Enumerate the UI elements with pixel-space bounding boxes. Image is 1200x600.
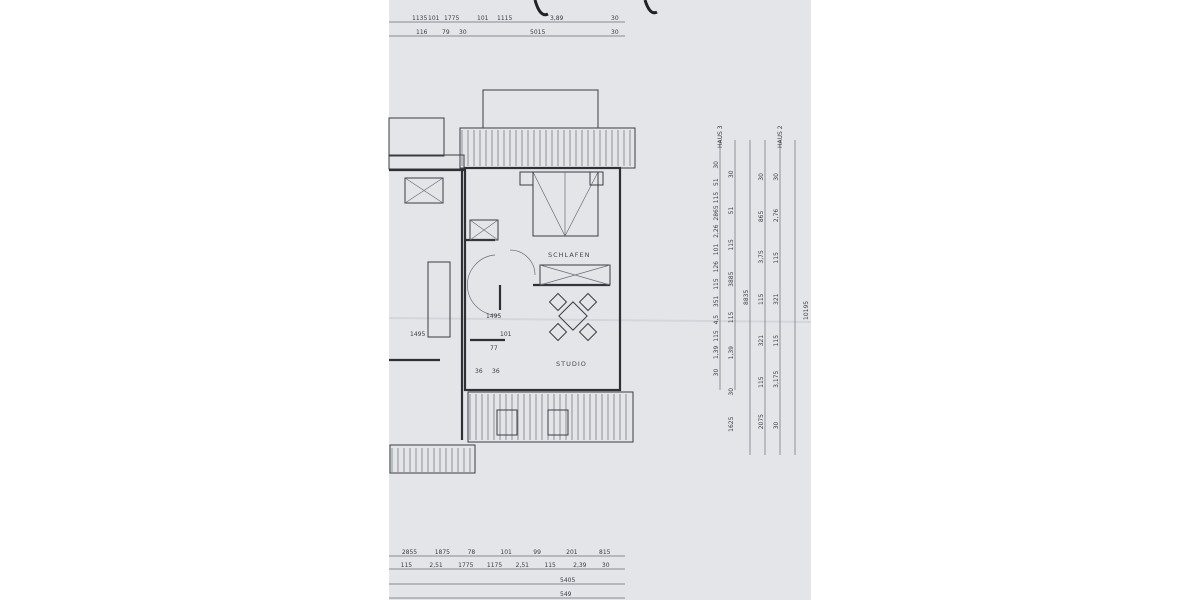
- dim: 30: [728, 388, 735, 396]
- dim: 115: [728, 239, 735, 251]
- dim: 2075: [758, 414, 765, 429]
- dim: 1135: [412, 15, 427, 22]
- dim: 116: [416, 29, 428, 36]
- dim: 51: [728, 207, 735, 215]
- interior-dimensions: 1495 101 77 36 36 1495: [410, 313, 512, 375]
- dim: 1495: [486, 313, 501, 320]
- dim: 321: [773, 293, 780, 305]
- bottom-dimension-lines: [389, 555, 625, 599]
- paper-sheet: [389, 0, 811, 600]
- dim: 1175: [487, 562, 502, 569]
- wardrobe: [539, 264, 611, 286]
- dim: 36: [475, 368, 483, 375]
- dim: 30: [611, 29, 619, 36]
- dim: 865: [758, 211, 765, 223]
- dim: 2,39: [573, 562, 587, 569]
- top-dimension-lines: 1135 101 1775 101 1115 3,89 30 116 79 30…: [389, 15, 625, 37]
- dim: 115: [713, 192, 720, 204]
- dim: 115: [713, 330, 720, 342]
- room-label-study: STUDIO: [556, 360, 587, 368]
- house-label: HAUS 3: [717, 125, 724, 148]
- dim: 351: [713, 295, 720, 307]
- dim: 321: [758, 335, 765, 347]
- dim: 2,51: [516, 562, 530, 569]
- dim: 815: [599, 549, 611, 556]
- room-label-bedroom: SCHLAFEN: [548, 251, 590, 259]
- dim: 5405: [560, 577, 575, 584]
- dim: 201: [566, 549, 578, 556]
- dim: 115: [773, 252, 780, 264]
- dim: 30: [459, 29, 467, 36]
- dim: 3,89: [550, 15, 564, 22]
- dim: 2855: [402, 549, 417, 556]
- dim: 126: [713, 261, 720, 273]
- dim: 1115: [497, 15, 512, 22]
- dim: 3885: [728, 271, 735, 286]
- dim: 115: [758, 293, 765, 305]
- dim: 5015: [530, 29, 545, 36]
- dim: 4,5: [713, 315, 720, 325]
- dim: 1,39: [713, 345, 720, 359]
- dim: 30: [773, 421, 780, 429]
- dim: 549: [560, 591, 572, 598]
- dim: 115: [773, 335, 780, 347]
- dim: 1495: [410, 331, 425, 338]
- right-dimension-texts: 305111528652,261011261153514,51151,39303…: [713, 161, 780, 432]
- dim: 2,26: [713, 224, 720, 238]
- dim: 115: [401, 562, 413, 569]
- dim: 2865: [713, 205, 720, 220]
- dim: 3,75: [758, 250, 765, 264]
- dim: 115: [713, 278, 720, 290]
- dim: 115: [758, 376, 765, 388]
- dim: 101: [500, 331, 512, 338]
- dim: 51: [713, 178, 720, 186]
- dim: 36: [492, 368, 500, 375]
- dim: 1775: [444, 15, 459, 22]
- dim: 99: [533, 549, 541, 556]
- right-dimension-lines: [719, 140, 796, 455]
- dim: 8835: [743, 290, 750, 305]
- dim: 30: [602, 562, 610, 569]
- binder-ring-icon: [643, 0, 658, 15]
- house-label: HAUS 2: [777, 125, 784, 148]
- dim: 30: [758, 173, 765, 181]
- paper-fold: [388, 317, 812, 323]
- dim: 77: [490, 345, 498, 352]
- dim: 1625: [728, 416, 735, 431]
- binder-ring-icon: [533, 0, 549, 17]
- dim: 115: [544, 562, 556, 569]
- dining-table: [548, 292, 598, 342]
- roof-hatch-bottom: [389, 391, 634, 474]
- dim: 115: [728, 311, 735, 323]
- bottom-dimension-texts: 2855 1875 78 101 99 201 815 115 2,51 1775 1175 2,51…: [401, 549, 611, 598]
- dim: 78: [468, 549, 476, 556]
- dim: 101: [477, 15, 489, 22]
- dim: 30: [611, 15, 619, 22]
- dim: 3,175: [773, 370, 780, 387]
- dim: 101: [428, 15, 440, 22]
- dim: 2,76: [773, 209, 780, 223]
- dim: 30: [713, 161, 720, 169]
- dim: 1775: [458, 562, 473, 569]
- bed: [519, 171, 604, 237]
- dim: 1875: [435, 549, 450, 556]
- dim: 30: [773, 173, 780, 181]
- dim: 1,39: [728, 346, 735, 360]
- dim: 30: [728, 170, 735, 178]
- dim: 30: [713, 369, 720, 377]
- door-swing: [467, 254, 501, 316]
- dim: 101: [713, 244, 720, 256]
- dim: 101: [500, 549, 512, 556]
- dim-total: 10195: [803, 301, 810, 320]
- dim: 79: [442, 29, 450, 36]
- door-swing: [509, 249, 536, 276]
- dim: 2,51: [429, 562, 443, 569]
